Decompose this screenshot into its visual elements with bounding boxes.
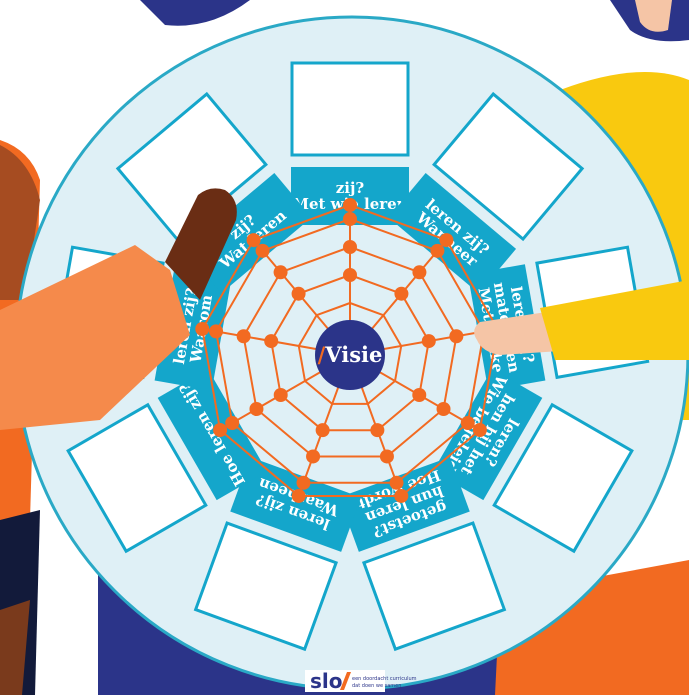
web-node (449, 329, 464, 344)
web-node (421, 334, 436, 349)
web-node (343, 212, 357, 226)
web-node (291, 286, 306, 301)
web-node (343, 240, 357, 254)
web-node (236, 329, 251, 344)
navy-body-top-shape (140, 0, 250, 26)
web-node (306, 449, 321, 464)
web-node (195, 321, 210, 336)
segment-card-wie-begeleidt (492, 402, 634, 554)
web-node (246, 233, 261, 248)
segment-card-waarheen (193, 521, 339, 652)
web-node (249, 402, 264, 416)
logo-tagline-2: dat doen we samen (352, 683, 401, 689)
brown-leg-left (0, 600, 30, 695)
segment-card-met-wie (290, 61, 410, 157)
center-circle (315, 320, 385, 390)
web-node (389, 475, 404, 490)
web-node (379, 449, 394, 464)
web-node (273, 388, 288, 402)
left-sleeve (0, 245, 190, 430)
web-node (273, 265, 288, 280)
web-ring-1 (297, 301, 403, 405)
web-node (264, 334, 279, 349)
web-node (296, 475, 311, 490)
segment-wanneer: Wanneerleren zij? (388, 91, 585, 294)
hands-foreground (0, 188, 689, 430)
web-node (412, 388, 427, 402)
center-badge: /Visie (315, 320, 385, 390)
web-ring-3 (242, 245, 458, 458)
right-sleeve (540, 280, 689, 360)
segment-banner-waarheen (230, 456, 361, 552)
svg-text:/Visie: /Visie (318, 342, 383, 367)
web-node (343, 198, 357, 212)
segment-label-met-wie-line-2: zij? (336, 179, 365, 197)
segment-banner-wie-begeleidt (433, 368, 543, 501)
web-node (255, 243, 270, 258)
center-label: Visie (324, 342, 382, 367)
logo-tagline-1: een doordacht curriculum (352, 676, 417, 682)
slo-logo: slo een doordacht curriculum dat doen we… (305, 669, 417, 693)
spider-web (195, 198, 505, 503)
web-node (315, 423, 330, 438)
center-slash: / (318, 342, 326, 367)
web-node (460, 416, 475, 430)
web-node (213, 423, 228, 437)
segment-card-getoetst (361, 521, 507, 652)
segment-card-wanneer (432, 91, 585, 242)
segment-banner-getoetst (339, 456, 470, 552)
face-right (635, 0, 672, 32)
segment-card-hoe-leren (66, 402, 208, 554)
web-node (472, 423, 487, 437)
web-ring-4 (215, 217, 485, 484)
web-ring-5 (201, 203, 499, 497)
web-node (436, 402, 451, 416)
web-node (394, 488, 409, 503)
web-ring-2 (270, 273, 430, 432)
web-node (225, 416, 240, 430)
segment-banner-wanneer (388, 173, 517, 294)
segment-banner-hoe-leren (157, 368, 267, 501)
web-node (412, 265, 427, 280)
web-node (394, 286, 409, 301)
left-hand-dark (165, 188, 237, 300)
web-node (439, 233, 454, 248)
web-node (291, 488, 306, 503)
web-node (209, 324, 224, 339)
web-node (343, 268, 357, 282)
web-node (430, 243, 445, 258)
logo-word: slo (310, 669, 343, 693)
web-node (370, 423, 385, 438)
logo-slash-icon (340, 672, 351, 690)
